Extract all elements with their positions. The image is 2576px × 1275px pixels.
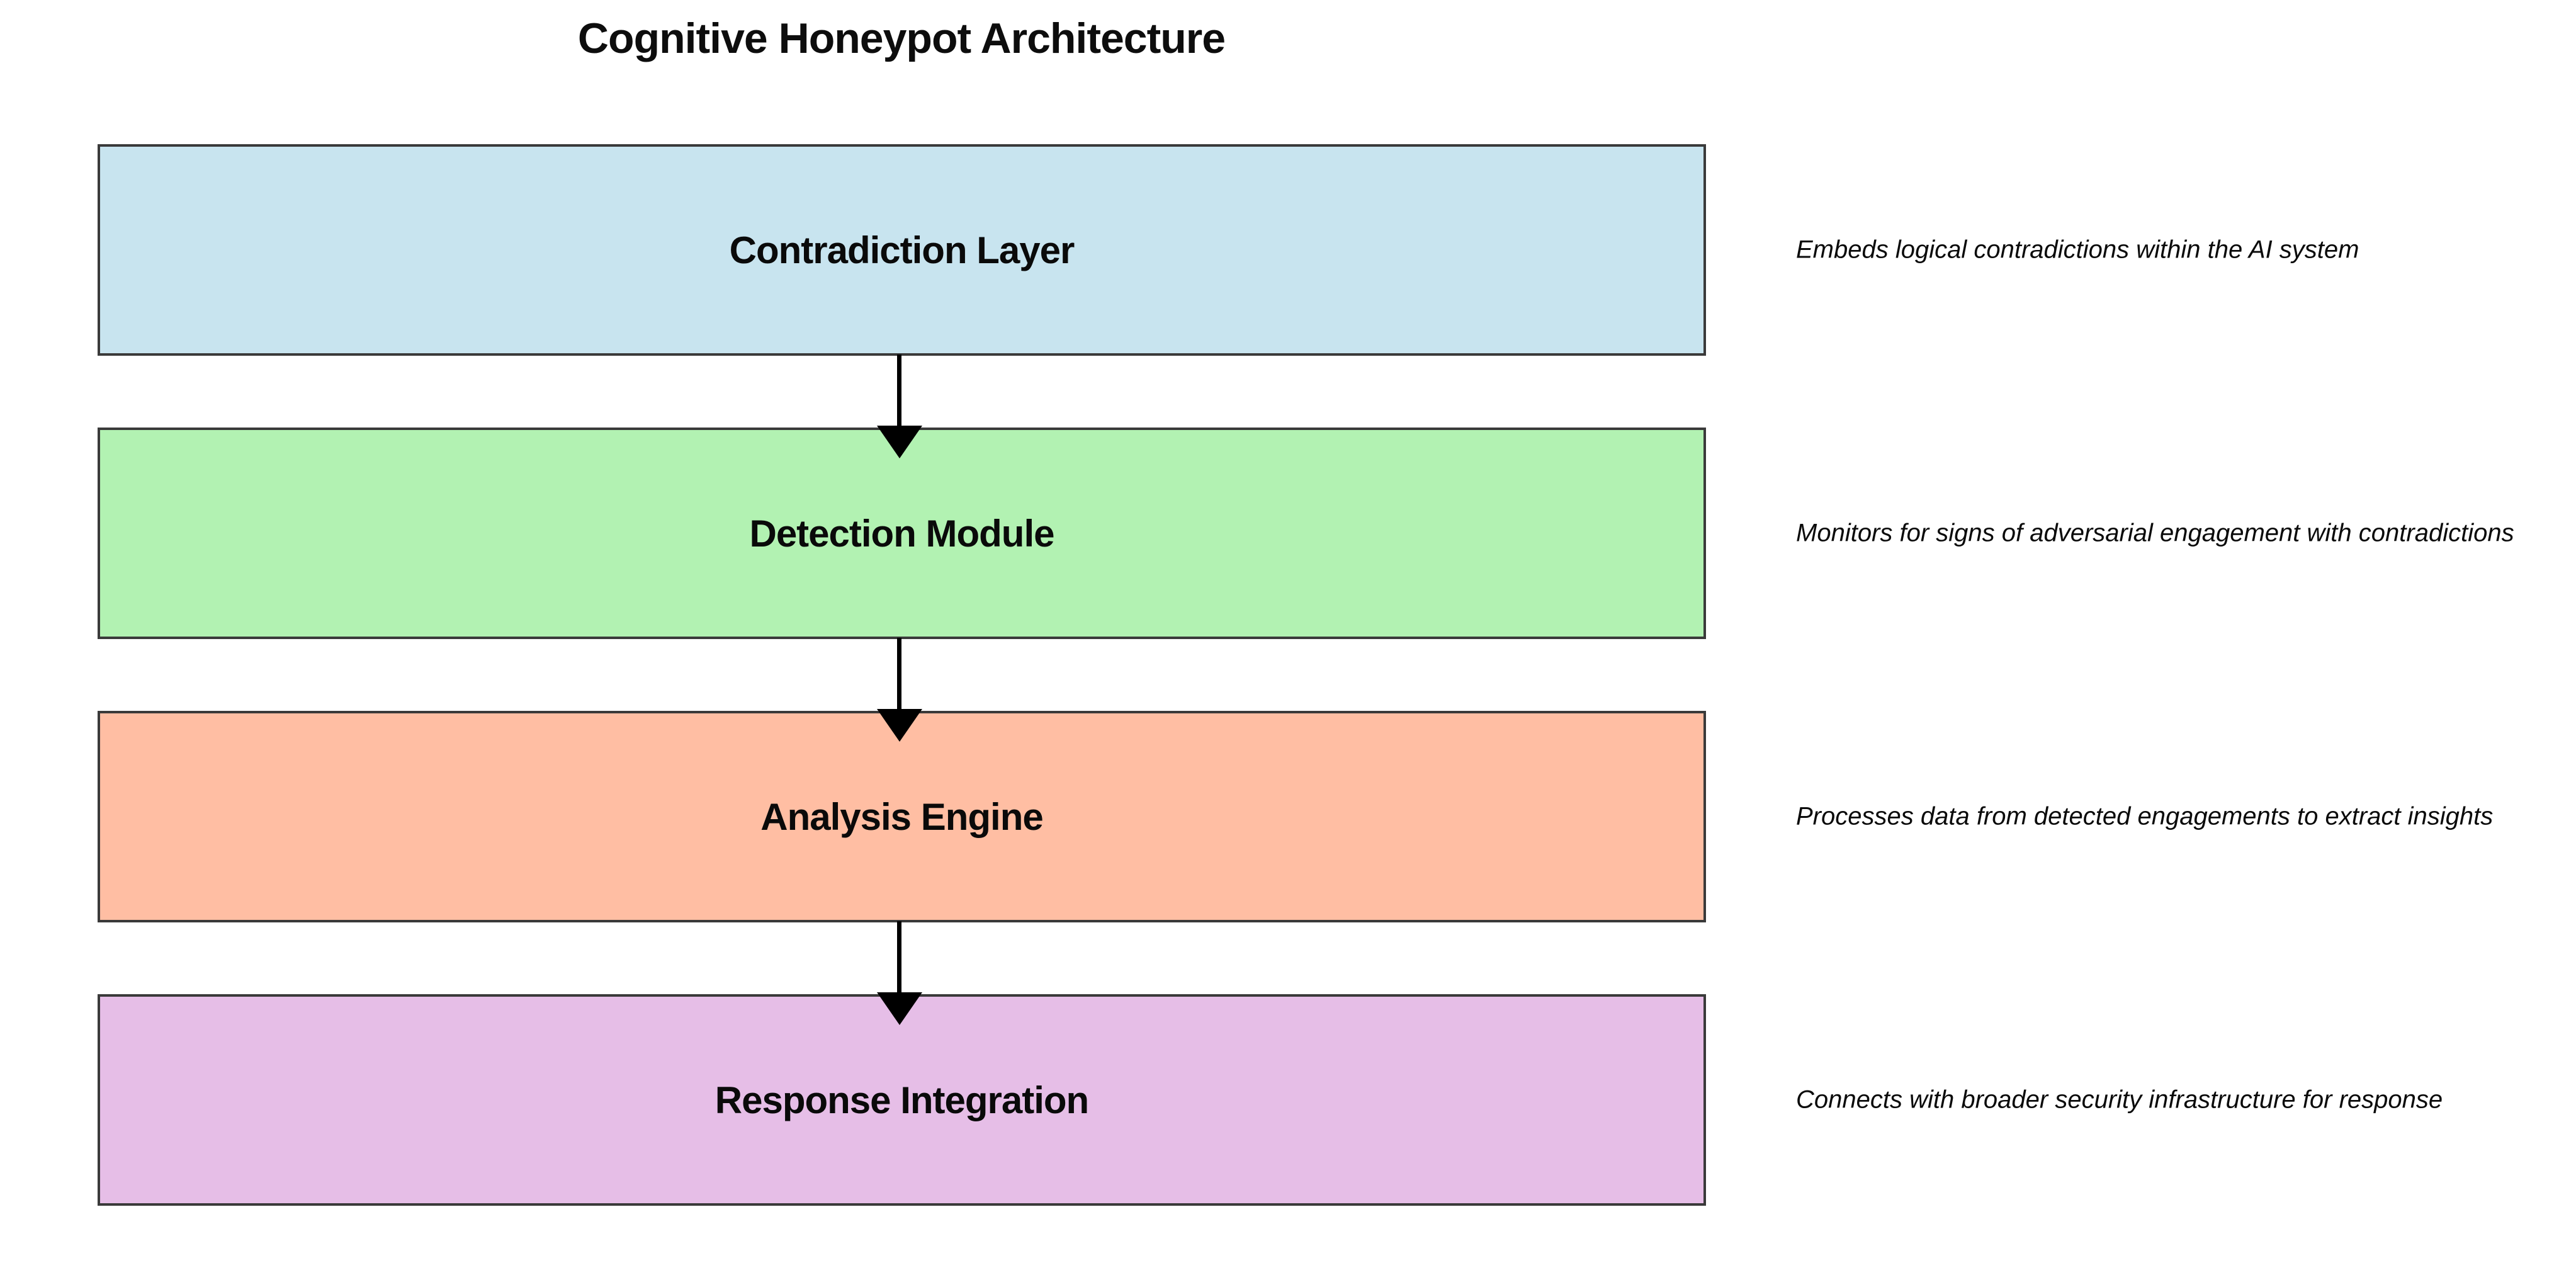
arrow-down-icon	[897, 921, 901, 994]
layer-box-response: Response Integration	[98, 994, 1706, 1206]
diagram-title: Cognitive Honeypot Architecture	[577, 14, 1226, 62]
layer-description: Processes data from detected engagements…	[1796, 802, 2494, 830]
arrow-down-icon	[877, 992, 922, 1025]
arrow-down-icon	[877, 426, 922, 458]
arrow-down-icon	[877, 709, 922, 742]
layer-description: Monitors for signs of adversarial engage…	[1796, 519, 2514, 547]
layer-description: Embeds logical contradictions within the…	[1796, 235, 2359, 264]
layer-box-analysis: Analysis Engine	[98, 711, 1706, 922]
layer-box-detection: Detection Module	[98, 428, 1706, 639]
layer-label: Detection Module	[749, 512, 1054, 555]
arrow-down-icon	[897, 638, 901, 711]
layer-label: Analysis Engine	[760, 795, 1043, 838]
layer-description: Connects with broader security infrastru…	[1796, 1085, 2443, 1114]
layer-label: Response Integration	[715, 1079, 1089, 1121]
arrow-down-icon	[897, 354, 901, 428]
layer-label: Contradiction Layer	[729, 229, 1075, 271]
layer-box-contradiction: Contradiction Layer	[98, 144, 1706, 356]
